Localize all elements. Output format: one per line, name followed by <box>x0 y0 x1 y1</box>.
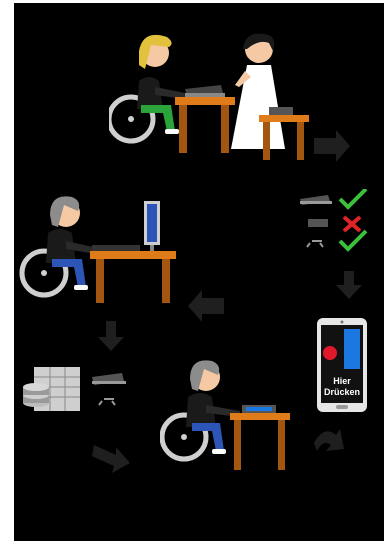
device-checklist-icon <box>300 189 366 249</box>
mobile-app-screen-icon: Hier Drücken <box>317 318 367 412</box>
scene-computer-workstation <box>18 193 178 308</box>
computer-monitor-icon <box>144 201 160 251</box>
phone-line2: Drücken <box>324 387 360 397</box>
arrow-icon <box>336 271 362 299</box>
coin-stack-icon <box>23 383 49 407</box>
scene-tablet-workstation <box>160 355 292 475</box>
assistant-person-icon <box>231 34 285 149</box>
arrow-icon <box>98 321 124 351</box>
computer-desk-icon <box>90 201 176 303</box>
wheelchair-user-gray-hair-icon <box>162 360 240 459</box>
phone-line1: Hier <box>333 376 351 386</box>
phone-blue-button[interactable] <box>344 329 360 369</box>
wheelchair-user-blonde-icon <box>109 35 185 141</box>
arrow-icon <box>314 429 344 451</box>
arrow-icon <box>188 290 224 322</box>
illustration-canvas: Hier Drücken <box>14 3 384 541</box>
scene-wheelchair-user-with-assistant <box>109 31 309 166</box>
phone-red-button[interactable] <box>323 346 337 360</box>
mobile-app-screen: Hier Drücken <box>316 317 368 413</box>
data-and-cost-items <box>18 365 138 421</box>
smartphone-icon <box>92 373 126 405</box>
wheelchair-user-gray-hair-icon <box>22 196 102 295</box>
arrow-icon <box>314 130 350 162</box>
device-checklist <box>296 189 376 253</box>
arrow-icon <box>92 445 130 473</box>
small-desk-icon <box>230 405 290 470</box>
